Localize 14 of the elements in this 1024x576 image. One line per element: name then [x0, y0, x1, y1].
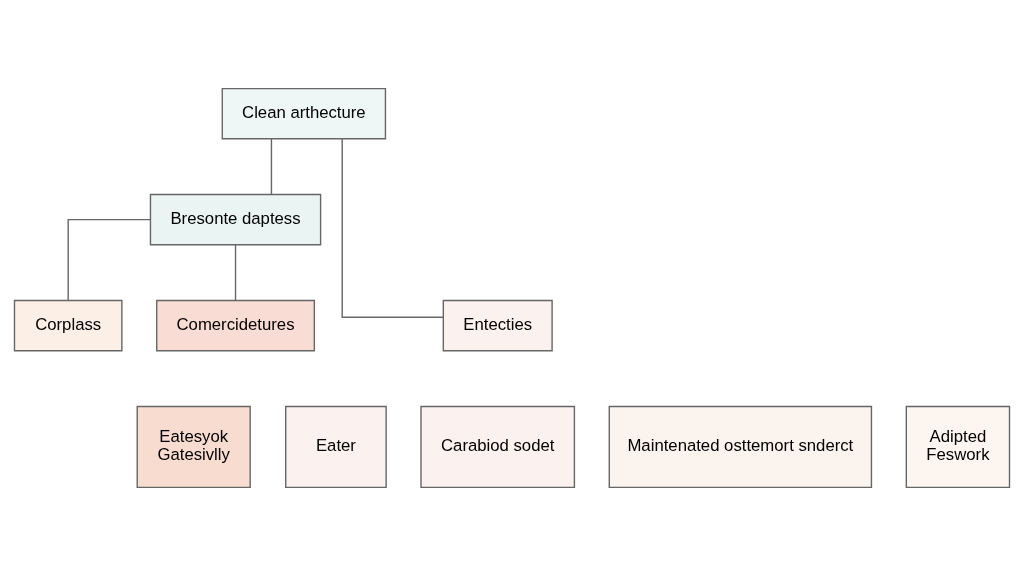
connector: [67, 218, 152, 302]
node-box: Corplass: [13, 299, 123, 352]
node-box: Adipted Feswork: [905, 405, 1011, 489]
connector: [234, 244, 237, 302]
node-box: Entecties: [442, 299, 553, 352]
connector: [270, 138, 273, 196]
node-box: Carabiod sodet: [420, 405, 576, 489]
node-box: Maintenated osttemort snderct: [608, 405, 873, 489]
node-box: Eatesyok Gatesivlly: [136, 405, 251, 489]
node-box: Clean arthecture: [221, 87, 387, 140]
node-box: Bresonte daptess: [149, 193, 322, 246]
connector: [341, 138, 444, 318]
node-box: Eater: [285, 405, 387, 489]
node-box: Comercidetures: [156, 299, 315, 352]
